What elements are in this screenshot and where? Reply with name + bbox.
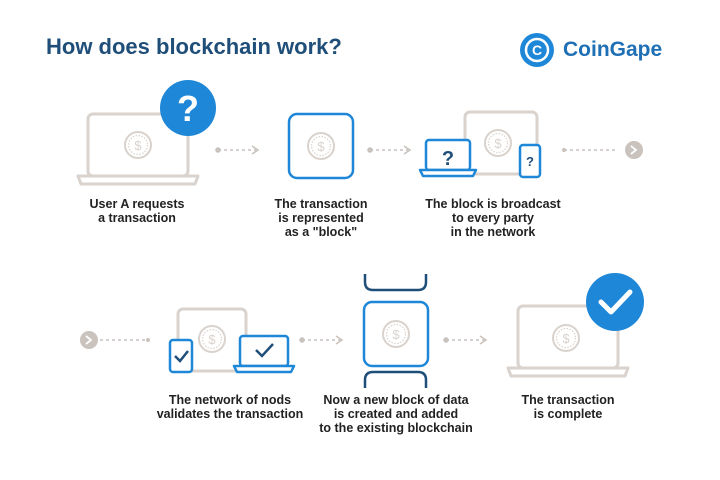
step-4-validate-icon: $ [168,307,296,374]
arrow-5 [299,335,344,345]
svg-text:$: $ [494,136,502,151]
svg-text:$: $ [208,332,216,347]
step-3-network-icon: $ ? ? [418,110,542,179]
coingape-logo-icon: C [520,33,554,67]
page-title: How does blockchain work? [46,34,342,59]
arrow-6 [443,335,488,345]
arrow-4 [80,331,150,349]
svg-text:?: ? [526,154,534,169]
checkmark-badge-icon [586,273,644,331]
step-6-laptop-icon: $ [506,304,630,378]
arrow-1 [215,145,260,155]
svg-text:$: $ [562,331,570,346]
step-1-laptop-icon: $ [76,112,200,186]
brand-logo-group: C CoinGape [519,32,662,68]
step-4-caption: The network of nods validates the transa… [156,393,304,421]
svg-text:$: $ [392,327,400,342]
step-2-caption: The transaction is represented as a "blo… [274,197,368,239]
svg-text:?: ? [177,88,199,129]
svg-text:$: $ [134,138,142,153]
step-5-caption: Now a new block of data is created and a… [319,393,473,435]
svg-text:C: C [532,42,542,58]
svg-text:?: ? [442,148,454,170]
question-badge-icon: ? [160,80,216,136]
step-5-blockchain-icon: $ [362,274,430,388]
step-2-block-icon: $ [287,112,355,180]
step-3-caption: The block is broadcast to every party in… [425,197,561,239]
arrow-2 [367,145,412,155]
brand-name: CoinGape [563,38,663,61]
svg-text:$: $ [317,139,325,154]
arrow-3 [562,141,643,159]
step-6-caption: The transaction is complete [521,393,615,421]
step-1-caption: User A requests a transaction [89,197,185,225]
